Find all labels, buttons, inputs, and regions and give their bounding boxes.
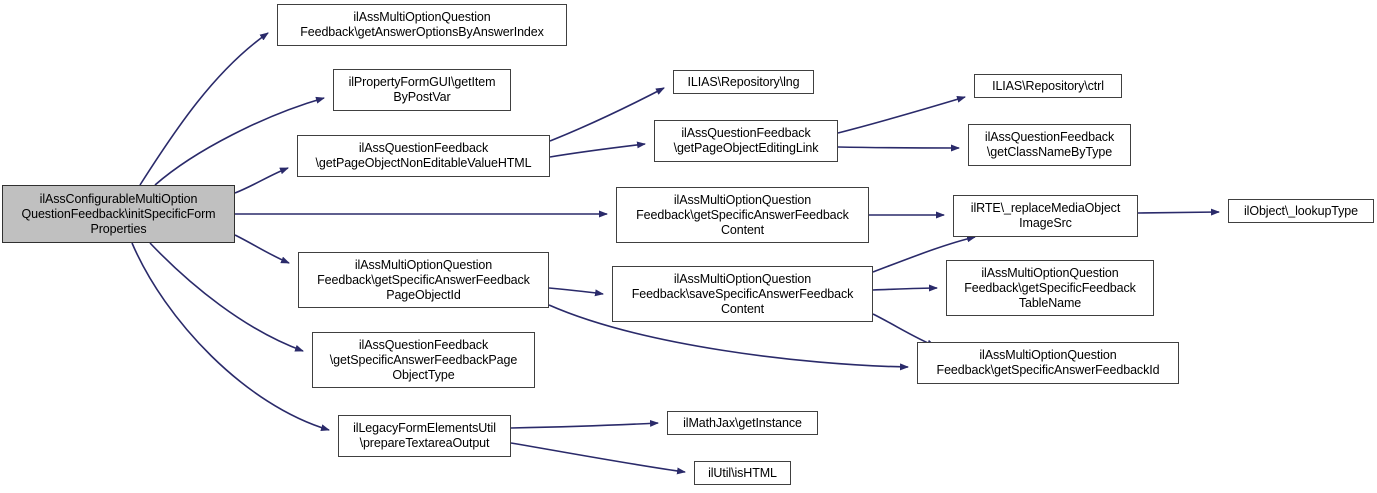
graph-edge-root-to-getSpecificAnswerFeedbackPageObjectId	[234, 234, 290, 264]
graph-node-ctrl[interactable]: ILIAS\Repository\ctrl	[974, 74, 1122, 98]
graph-node-getClassNameByType[interactable]: ilAssQuestionFeedback \getClassNameByTyp…	[968, 124, 1131, 166]
graph-edge-getSpecificAnswerFeedbackPageObjectId-to-saveSpecificAnswerFeedbackContent	[548, 287, 604, 297]
graph-node-getPageObjectEditingLink[interactable]: ilAssQuestionFeedback \getPageObjectEdit…	[654, 120, 838, 162]
graph-node-getSpecificAnswerFeedbackId[interactable]: ilAssMultiOptionQuestion Feedback\getSpe…	[917, 342, 1179, 384]
graph-edge-getPageObjectNonEditableValueHTML-to-lng	[549, 87, 665, 142]
graph-edge-root-to-getSpecificAnswerFeedbackPageObjectType	[149, 242, 304, 352]
graph-node-getPageObjectNonEditableValueHTML[interactable]: ilAssQuestionFeedback \getPageObjectNonE…	[297, 135, 550, 177]
graph-node-getSpecificFeedbackTableName[interactable]: ilAssMultiOptionQuestion Feedback\getSpe…	[946, 260, 1154, 316]
graph-edge-replaceMediaObjectImageSrc-to-lookupType	[1137, 208, 1220, 216]
graph-node-root[interactable]: ilAssConfigurableMultiOption QuestionFee…	[2, 185, 235, 243]
graph-edge-prepareTextareaOutput-to-isHTML	[510, 442, 686, 475]
graph-node-getSpecificAnswerFeedbackPageObjectId[interactable]: ilAssMultiOptionQuestion Feedback\getSpe…	[298, 252, 549, 308]
graph-edge-getPageObjectNonEditableValueHTML-to-getPageObjectEditingLink	[549, 141, 646, 158]
graph-edge-getPageObjectEditingLink-to-ctrl	[837, 95, 966, 134]
graph-node-lookupType[interactable]: ilObject\_lookupType	[1228, 199, 1374, 223]
graph-edge-prepareTextareaOutput-to-getInstance	[510, 419, 659, 429]
graph-edge-root-to-getPageObjectNonEditableValueHTML	[234, 167, 289, 194]
graph-node-getItemByPostVar[interactable]: ilPropertyFormGUI\getItem ByPostVar	[333, 69, 511, 111]
graph-node-lng[interactable]: ILIAS\Repository\lng	[673, 70, 814, 94]
graph-node-isHTML[interactable]: ilUtil\isHTML	[694, 461, 791, 485]
graph-edge-getPageObjectEditingLink-to-getClassNameByType	[837, 144, 960, 152]
graph-edge-root-to-getAnswerOptionsByAnswerIndex	[139, 32, 269, 186]
graph-node-saveSpecificAnswerFeedbackContent[interactable]: ilAssMultiOptionQuestion Feedback\saveSp…	[612, 266, 873, 322]
graph-edge-saveSpecificAnswerFeedbackContent-to-getSpecificFeedbackTableName	[872, 284, 938, 292]
graph-node-getInstance[interactable]: ilMathJax\getInstance	[667, 411, 818, 435]
graph-node-getSpecificAnswerFeedbackContent[interactable]: ilAssMultiOptionQuestion Feedback\getSpe…	[616, 187, 869, 243]
graph-node-replaceMediaObjectImageSrc[interactable]: ilRTE\_replaceMediaObject ImageSrc	[953, 195, 1138, 237]
graph-node-prepareTextareaOutput[interactable]: ilLegacyFormElementsUtil \prepareTextare…	[338, 415, 511, 457]
graph-node-getSpecificAnswerFeedbackPageObjectType[interactable]: ilAssQuestionFeedback \getSpecificAnswer…	[312, 332, 535, 388]
graph-node-getAnswerOptionsByAnswerIndex[interactable]: ilAssMultiOptionQuestion Feedback\getAns…	[277, 4, 567, 46]
